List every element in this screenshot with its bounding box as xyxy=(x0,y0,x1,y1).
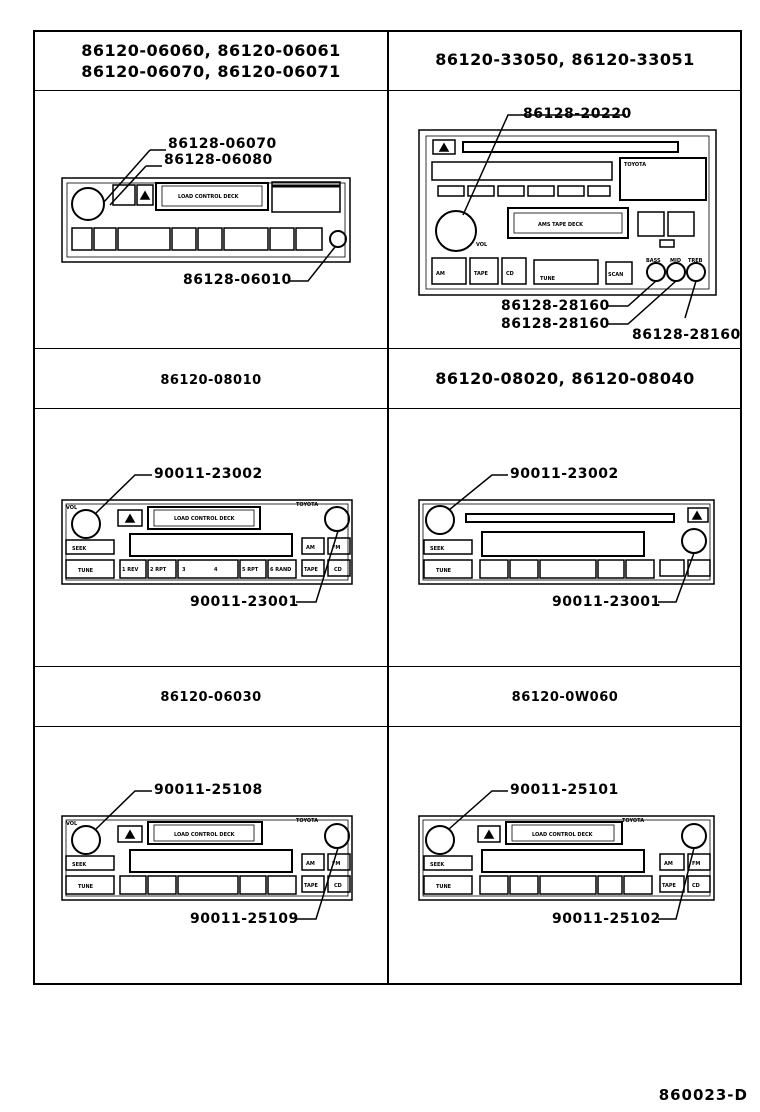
row-divider xyxy=(33,90,742,91)
row-divider xyxy=(33,666,742,667)
callout-86128-28160-treb: 86128-28160 xyxy=(632,327,741,343)
panel-text: SEEK xyxy=(430,862,445,868)
column-divider xyxy=(387,30,389,985)
callout-86128-06010: 86128-06010 xyxy=(183,272,292,288)
panel-text: AM xyxy=(306,545,315,551)
row-divider xyxy=(33,726,742,727)
panel-text: TUNE xyxy=(436,568,452,574)
row-divider xyxy=(33,348,742,349)
callout-90011-25109: 90011-25109 xyxy=(190,911,299,927)
panel-text: TREB xyxy=(688,258,703,264)
panel-text: LOAD CONTROL DECK xyxy=(532,832,594,838)
panel-text: TAPE xyxy=(662,883,677,889)
callout-90011-23002-right: 90011-23002 xyxy=(510,466,619,482)
header-radio-1: 86120-06060, 86120-06061 86120-06070, 86… xyxy=(35,40,387,82)
panel-text: AMS TAPE DECK xyxy=(538,222,584,228)
panel-text: AM xyxy=(306,861,315,867)
radio-unit-2 xyxy=(418,114,717,325)
reference-code: 860023-D xyxy=(658,1086,748,1104)
panel-text: TOYOTA xyxy=(296,502,318,508)
panel-text: 1 REV xyxy=(122,567,138,573)
panel-text: BASS xyxy=(646,258,661,264)
panel-text: TAPE xyxy=(304,567,319,573)
header-radio-6-text: 86120-0W060 xyxy=(511,690,619,705)
panel-text: CD xyxy=(692,883,700,889)
header-radio-5-text: 86120-06030 xyxy=(160,690,262,705)
callout-90011-25101: 90011-25101 xyxy=(510,782,619,798)
header-radio-3-text: 86120-08010 xyxy=(160,373,262,388)
callout-86128-06080: 86128-06080 xyxy=(164,152,273,168)
panel-text: CD xyxy=(334,883,342,889)
panel-text: VOL xyxy=(476,242,488,248)
header-radio-3: 86120-08010 xyxy=(35,373,387,389)
panel-text: 3 xyxy=(182,567,186,573)
panel-text: TOYOTA xyxy=(296,818,318,824)
header-radio-6: 86120-0W060 xyxy=(389,690,741,706)
panel-text: VOL xyxy=(66,505,78,511)
header-radio-4-text: 86120-08020, 86120-08040 xyxy=(435,369,695,388)
panel-text: TUNE xyxy=(78,884,94,890)
panel-text: TOYOTA xyxy=(622,818,644,824)
radio-unit-1 xyxy=(61,149,351,282)
panel-text: LOAD CONTROL DECK xyxy=(178,194,240,200)
header-radio-2-text: 86120-33050, 86120-33051 xyxy=(435,50,695,69)
panel-text: 2 RPT xyxy=(150,567,167,573)
panel-text: LOAD CONTROL DECK xyxy=(174,516,236,522)
radio-unit-5 xyxy=(61,790,353,920)
panel-text: FM xyxy=(692,861,700,867)
panel-text: TAPE xyxy=(304,883,319,889)
panel-text: FM xyxy=(332,545,340,551)
header-radio-2: 86120-33050, 86120-33051 xyxy=(389,49,741,70)
panel-text: TUNE xyxy=(78,568,94,574)
callout-90011-25108: 90011-25108 xyxy=(154,782,263,798)
panel-text: CD xyxy=(506,271,514,277)
header-radio-5: 86120-06030 xyxy=(35,690,387,706)
panel-text: VOL xyxy=(66,821,78,827)
panel-text: AM xyxy=(436,271,445,277)
radio-unit-4 xyxy=(418,474,715,603)
panel-text: 6 RAND xyxy=(270,567,291,573)
panel-text: CD xyxy=(334,567,342,573)
panel-text: TAPE xyxy=(474,271,489,277)
panel-text: SEEK xyxy=(72,862,87,868)
panel-text: SEEK xyxy=(72,546,87,552)
header-radio-1-line2: 86120-06070, 86120-06071 xyxy=(81,62,341,81)
row-divider xyxy=(33,408,742,409)
callout-86128-28160-mid: 86128-28160 xyxy=(501,316,610,332)
callout-86128-06070: 86128-06070 xyxy=(168,136,277,152)
callout-90011-23001-right: 90011-23001 xyxy=(552,594,661,610)
callout-86128-28160-bass: 86128-28160 xyxy=(501,298,610,314)
radio-unit-6 xyxy=(418,790,715,920)
panel-text: FM xyxy=(332,861,340,867)
panel-text: SCAN xyxy=(608,272,623,278)
panel-text: TUNE xyxy=(540,276,556,282)
callout-90011-23002-left: 90011-23002 xyxy=(154,466,263,482)
panel-text: MID xyxy=(670,258,681,264)
header-radio-4: 86120-08020, 86120-08040 xyxy=(389,368,741,389)
panel-text: AM xyxy=(664,861,673,867)
panel-text: TOYOTA xyxy=(624,162,646,168)
callout-90011-23001-left: 90011-23001 xyxy=(190,594,299,610)
callout-86128-20220: 86128-20220 xyxy=(523,106,632,122)
radio-unit-3 xyxy=(61,474,353,603)
panel-text: TUNE xyxy=(436,884,452,890)
panel-text: LOAD CONTROL DECK xyxy=(174,832,236,838)
panel-text: 5 RPT xyxy=(242,567,259,573)
panel-text: 4 xyxy=(214,567,218,573)
header-radio-1-line1: 86120-06060, 86120-06061 xyxy=(81,41,341,60)
panel-text: SEEK xyxy=(430,546,445,552)
callout-90011-25102: 90011-25102 xyxy=(552,911,661,927)
